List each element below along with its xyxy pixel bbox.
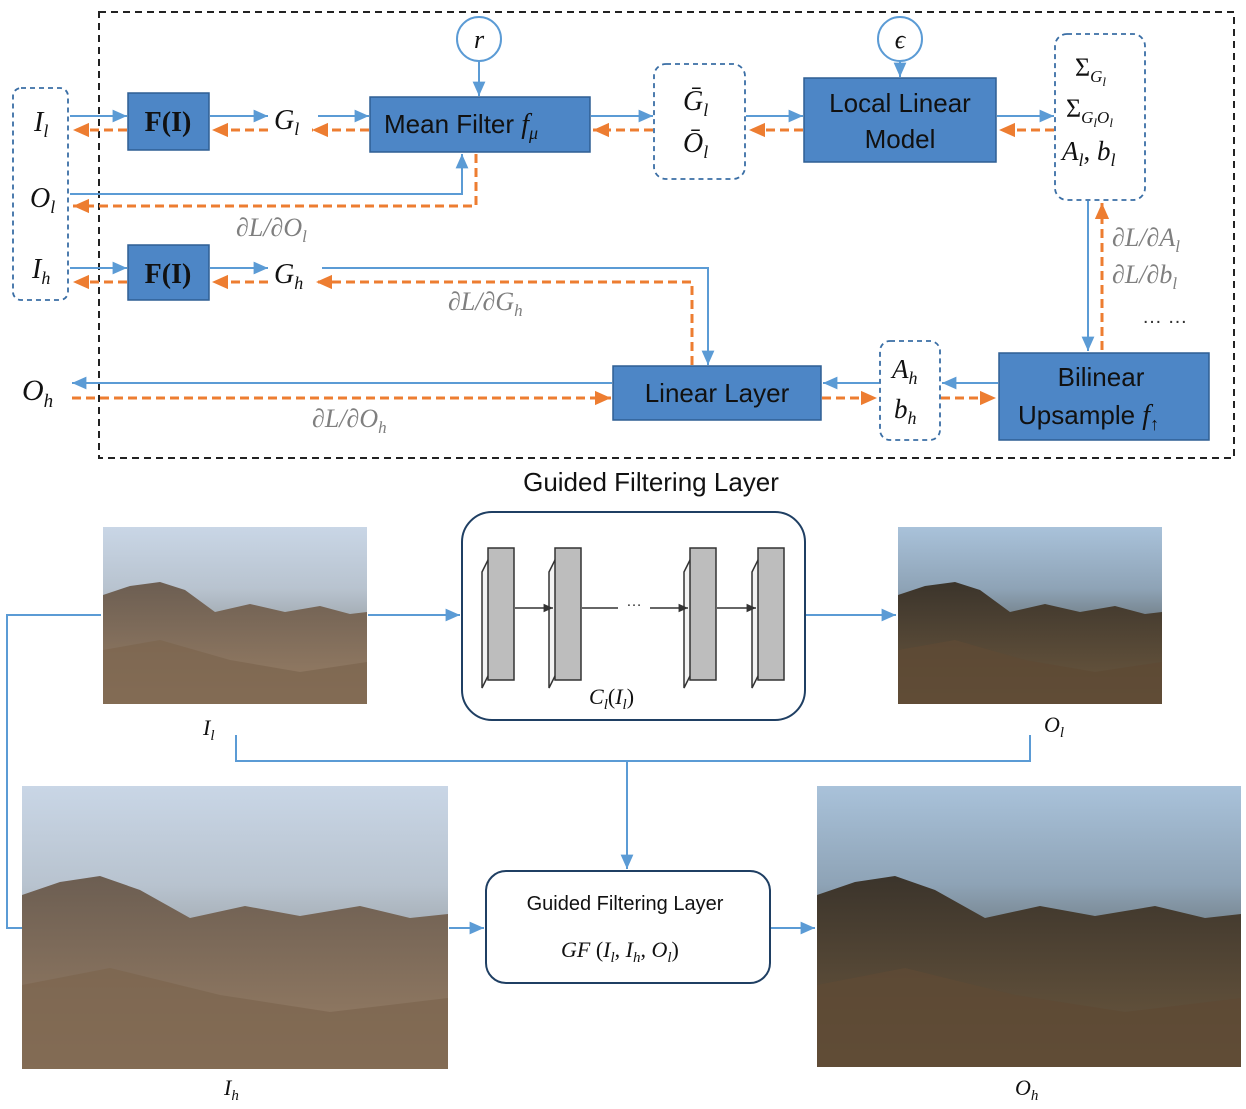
forward-arrows: [70, 61, 1095, 390]
coefficients-A-b-low: Al, bl: [1060, 136, 1116, 170]
pipeline-arrows: [6, 608, 1031, 935]
guided-filter-formula: GF (Il, Ih, Ol): [561, 937, 679, 966]
cnn-layer-4: [757, 547, 785, 681]
connector-high-input-to-low-input: [6, 614, 101, 929]
guidance-G-high: Gh: [274, 259, 303, 293]
epsilon-param-label: ϵ: [895, 25, 907, 54]
cnn-layer-2: [554, 547, 582, 681]
cnn-layer-1: [487, 547, 515, 681]
high-res-input-photo: [22, 786, 448, 1069]
linear-layer-label: Linear Layer: [645, 378, 790, 408]
cnn-more-layers-ellipsis: …: [626, 593, 642, 610]
low-res-output-caption: Ol: [1044, 712, 1064, 741]
low-res-inputs-box: [12, 87, 69, 301]
cnn-layer-3: [689, 547, 717, 681]
mean-filter-label: Mean Filter fμ: [384, 109, 538, 143]
high-res-input-caption: Ih: [223, 1075, 239, 1104]
arrow-G-high-to-linear: [322, 267, 715, 365]
backward-arrows: [72, 122, 1110, 406]
low-res-input-photo: [103, 527, 367, 704]
coefficient-A-high: Ah: [890, 354, 918, 388]
low-res-input-caption: Il: [202, 715, 215, 744]
more-gradients-ellipsis: … …: [1142, 306, 1188, 328]
local-linear-model-line2: Model: [865, 124, 936, 154]
means-box: [653, 63, 746, 180]
input-I-low: Il: [33, 107, 48, 141]
grad-A-low-label: ∂L/∂Al: [1112, 223, 1180, 256]
grad-O-low-label: ∂L/∂Ol: [236, 213, 307, 246]
grad-arrow-mean-to-O-low: [73, 154, 478, 214]
grad-O-high-label: ∂L/∂Oh: [312, 404, 387, 437]
local-linear-model-block: [803, 77, 997, 163]
local-linear-model-line1: Local Linear: [829, 88, 971, 118]
cnn-label: Cl(Il): [589, 684, 634, 713]
bilinear-upsample-line1: Bilinear: [1058, 362, 1145, 392]
grad-b-low-label: ∂L/∂bl: [1112, 260, 1177, 293]
arrow-O-low-to-mean: [70, 154, 469, 195]
guided-filter-module-box: [485, 870, 771, 984]
connector-low-pair: [235, 735, 1031, 762]
guided-filtering-layer-title: Guided Filtering Layer: [523, 467, 779, 497]
guidance-network-high-block: [127, 244, 210, 301]
high-res-output-photo: [817, 786, 1241, 1067]
guided-filter-module-title: Guided Filtering Layer: [527, 893, 724, 915]
grad-G-high-label: ∂L/∂Gh: [448, 287, 523, 320]
guidance-G-low: Gl: [274, 105, 299, 139]
guidance-network-low-block: [127, 92, 210, 151]
mean-O-low: Ōl: [683, 128, 708, 162]
input-I-high: Ih: [31, 254, 50, 288]
cnn-layer-slabs: [481, 547, 785, 689]
covariance-G-O-low: ΣGlOl: [1066, 94, 1113, 130]
bilinear-upsample-line2: Upsample f↑: [1018, 400, 1159, 434]
variance-G-low: ΣGl: [1075, 53, 1106, 89]
radius-param-label: r: [474, 25, 485, 54]
bilinear-upsample-block: [998, 352, 1210, 441]
guidance-network-low-label: F(I): [145, 107, 192, 138]
low-res-output-photo: [898, 527, 1162, 704]
high-res-output-caption: Oh: [1015, 1075, 1038, 1104]
mean-filter-block: [369, 96, 591, 153]
input-O-low: Ol: [30, 183, 55, 217]
output-O-high: Oh: [22, 374, 53, 412]
linear-layer-block: [612, 365, 822, 421]
cnn-module-box: [461, 511, 806, 721]
coefficients-box: [1054, 33, 1146, 201]
guided-filtering-layer-frame: [98, 11, 1235, 459]
coefficient-b-high: bh: [894, 394, 917, 428]
mean-G-low: Ḡl: [683, 86, 708, 120]
high-res-coefficients-box: [879, 340, 941, 441]
guidance-network-high-label: F(I): [145, 259, 192, 290]
